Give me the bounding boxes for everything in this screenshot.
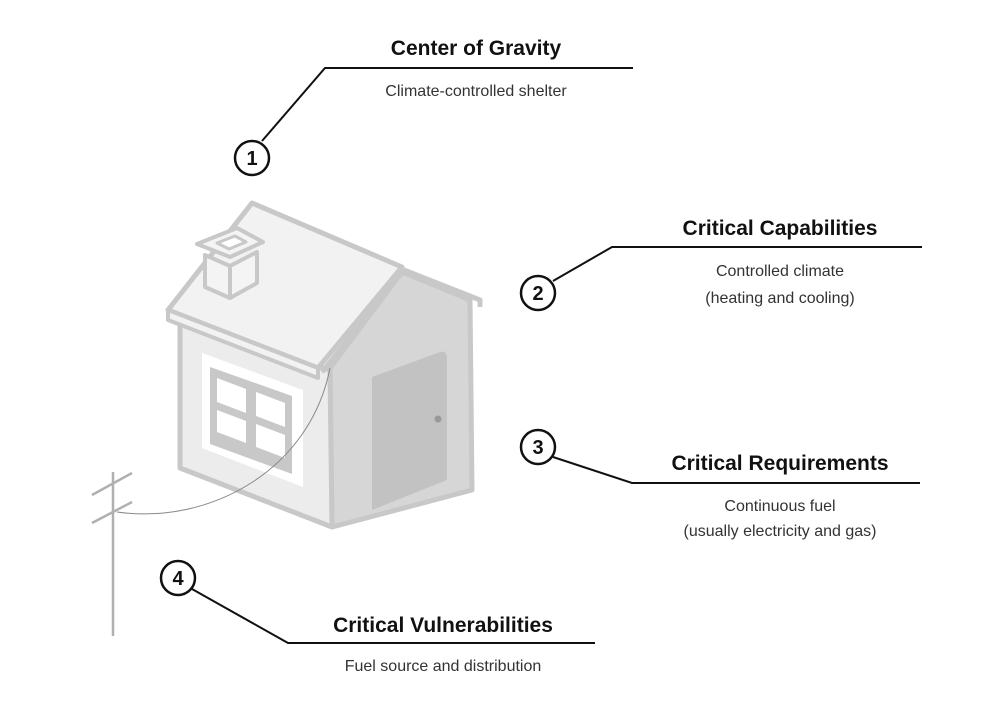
roof-eave	[166, 308, 320, 380]
callout-title: Critical Vulnerabilities	[333, 614, 553, 637]
callout-title: Critical Capabilities	[683, 217, 878, 240]
callout-3: 3 Critical Requirements Continuous fuel …	[519, 428, 920, 540]
callout-subtitle: (usually electricity and gas)	[684, 523, 877, 540]
house-door	[372, 351, 447, 510]
callout-subtitle: (heating and cooling)	[705, 290, 854, 307]
callout-1: 1 Center of Gravity Climate-controlled s…	[233, 37, 633, 177]
callout-subtitle: Climate-controlled shelter	[385, 83, 567, 100]
number-badge	[233, 139, 271, 177]
callout-subtitle: Continuous fuel	[724, 498, 835, 515]
callout-subtitle: Fuel source and distribution	[345, 658, 542, 675]
number-badge	[519, 428, 557, 466]
chimney-opening	[215, 234, 248, 251]
callout-4: 4 Critical Vulnerabilities Fuel source a…	[159, 559, 595, 675]
number-badge	[159, 559, 197, 597]
callout-2: 2 Critical Capabilities Controlled clima…	[519, 217, 922, 312]
power-line	[116, 367, 331, 515]
door-knob	[434, 415, 442, 423]
number-badge	[519, 274, 557, 312]
utility-pole	[91, 471, 133, 636]
svg-text:1: 1	[246, 148, 257, 170]
window-panes	[217, 378, 285, 458]
callout-subtitle: Controlled climate	[716, 263, 844, 280]
chimney-side	[228, 250, 259, 300]
roof-gable-edge	[320, 267, 483, 374]
callout-title: Critical Requirements	[671, 452, 888, 475]
svg-text:3: 3	[532, 437, 543, 459]
callout-title: Center of Gravity	[391, 37, 562, 60]
svg-text:4: 4	[172, 568, 184, 590]
house-illustration	[165, 200, 483, 530]
svg-text:2: 2	[532, 283, 543, 305]
